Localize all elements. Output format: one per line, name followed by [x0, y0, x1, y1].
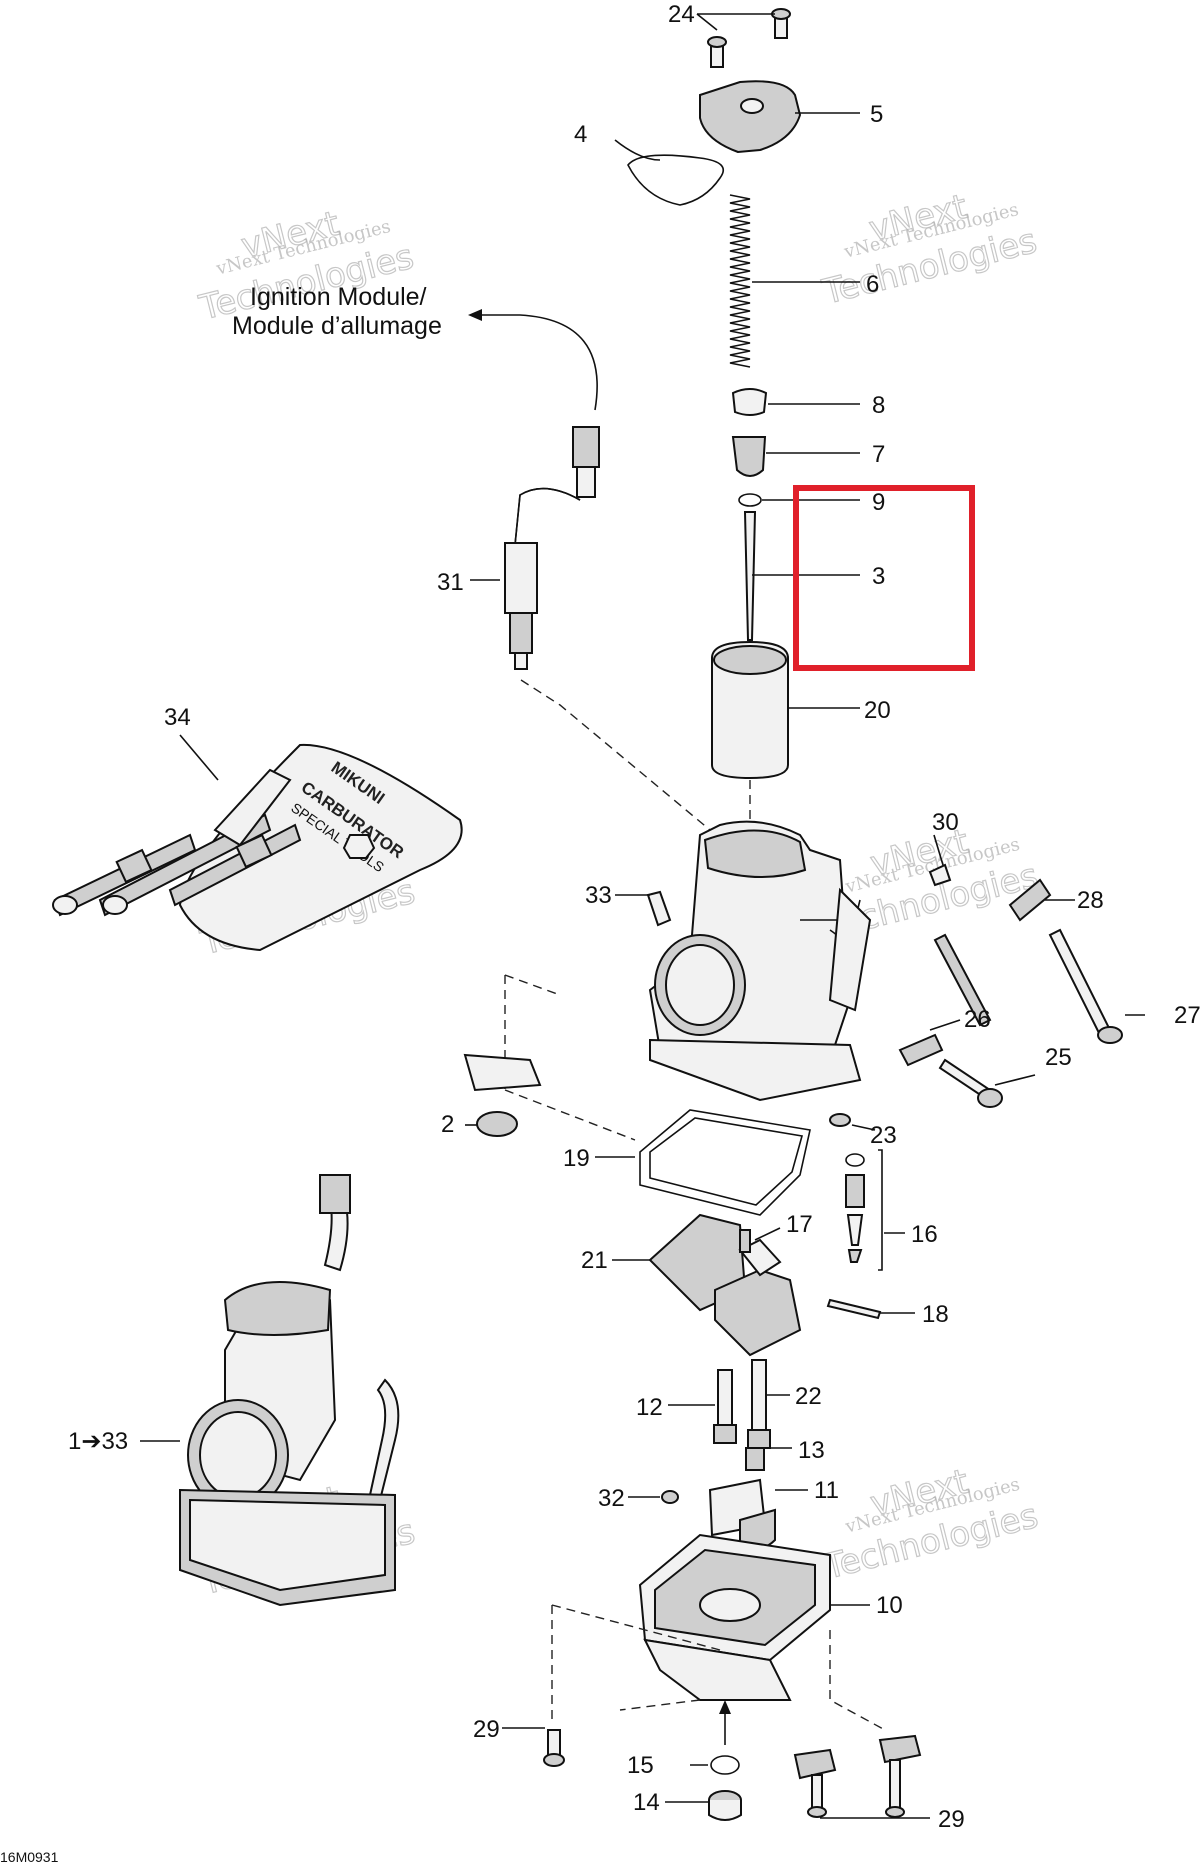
spring-seat — [731, 388, 768, 416]
screw-30 — [928, 863, 952, 887]
baffle — [708, 1478, 776, 1550]
callout-21: 21 — [581, 1247, 608, 1274]
e-clip — [738, 493, 762, 507]
needle-retainer — [731, 436, 767, 477]
callout-2: 2 — [441, 1111, 454, 1138]
callout-13: 13 — [798, 1437, 825, 1464]
callout-7: 7 — [872, 441, 885, 468]
cap-gasket — [627, 154, 725, 206]
callout-8: 8 — [872, 392, 885, 419]
needle-jet — [713, 1369, 737, 1444]
complete-carburetor — [179, 1174, 400, 1607]
callout-34: 34 — [164, 704, 191, 731]
callout-6: 6 — [866, 271, 879, 298]
callout-1-33: 1➔33 — [68, 1428, 128, 1455]
idle-screw — [898, 1033, 1003, 1108]
arrow-icon — [719, 1700, 731, 1714]
plug-32 — [661, 1490, 679, 1504]
callout-23: 23 — [870, 1122, 897, 1149]
callout-19: 19 — [563, 1145, 590, 1172]
throttle-position-sensor — [504, 426, 600, 670]
callout-20: 20 — [864, 697, 891, 724]
callout-31: 31 — [437, 569, 464, 596]
bowl-screw-29-left — [543, 1729, 565, 1767]
callout-33: 33 — [585, 882, 612, 909]
arrow-icon — [468, 309, 482, 321]
float-bowl-gasket — [639, 1109, 811, 1216]
special-tools-kit: MIKUNI CARBURATOR SPECIAL TOOLS — [52, 743, 463, 952]
float-screw — [739, 1229, 751, 1253]
main-jet — [745, 1447, 765, 1471]
jet-needle — [743, 511, 757, 641]
callout-22: 22 — [795, 1383, 822, 1410]
callout-3: 3 — [872, 563, 885, 590]
callout-4: 4 — [574, 121, 587, 148]
callout-15: 15 — [627, 1752, 654, 1779]
callout-29-right: 29 — [938, 1806, 965, 1833]
air-screw — [1008, 878, 1123, 1044]
drain-plug-14 — [708, 1790, 742, 1821]
float-bowl — [638, 1533, 831, 1701]
callout-numbers: 24 5 4 6 8 7 9 3 20 31 34 30 33 28 27 26… — [68, 1, 1200, 1833]
callout-16: 16 — [911, 1221, 938, 1248]
part-2 — [476, 1111, 518, 1137]
float-pin — [826, 1298, 882, 1320]
slide-spring — [729, 194, 751, 368]
callout-32: 32 — [598, 1485, 625, 1512]
callout-24: 24 — [668, 1, 695, 28]
callout-29-left: 29 — [473, 1716, 500, 1743]
callout-27: 27 — [1174, 1002, 1200, 1029]
ignition-label-line1: Ignition Module/ — [250, 283, 427, 311]
callout-14: 14 — [633, 1789, 660, 1816]
image-code: 16M0931 — [0, 1849, 59, 1865]
callout-10: 10 — [876, 1592, 903, 1619]
fitting-33 — [646, 890, 672, 927]
callout-5: 5 — [870, 101, 883, 128]
carburetor-body — [648, 820, 872, 1102]
callout-17: 17 — [786, 1211, 813, 1238]
highlight-box — [793, 485, 975, 671]
throttle-slide — [711, 640, 789, 780]
cable-bracket — [463, 1053, 542, 1092]
cap-screws — [707, 8, 791, 68]
float-valve-kit — [829, 1113, 883, 1271]
callout-26: 26 — [964, 1006, 991, 1033]
float-assembly — [648, 1213, 802, 1357]
pilot-jet — [747, 1359, 771, 1449]
callout-12: 12 — [636, 1394, 663, 1421]
callout-9: 9 — [872, 489, 885, 516]
bowl-brackets — [793, 1734, 922, 1818]
carb-cap — [699, 80, 802, 154]
leader-lines — [140, 13, 1145, 1819]
o-ring-15 — [710, 1755, 740, 1775]
callout-28: 28 — [1077, 887, 1104, 914]
callout-11: 11 — [814, 1477, 839, 1504]
callout-25: 25 — [1045, 1044, 1072, 1071]
ignition-label-line2: Module d’allumage — [232, 312, 442, 340]
callout-18: 18 — [922, 1301, 949, 1328]
pilot-screw — [933, 933, 992, 1027]
callout-30: 30 — [932, 809, 959, 836]
